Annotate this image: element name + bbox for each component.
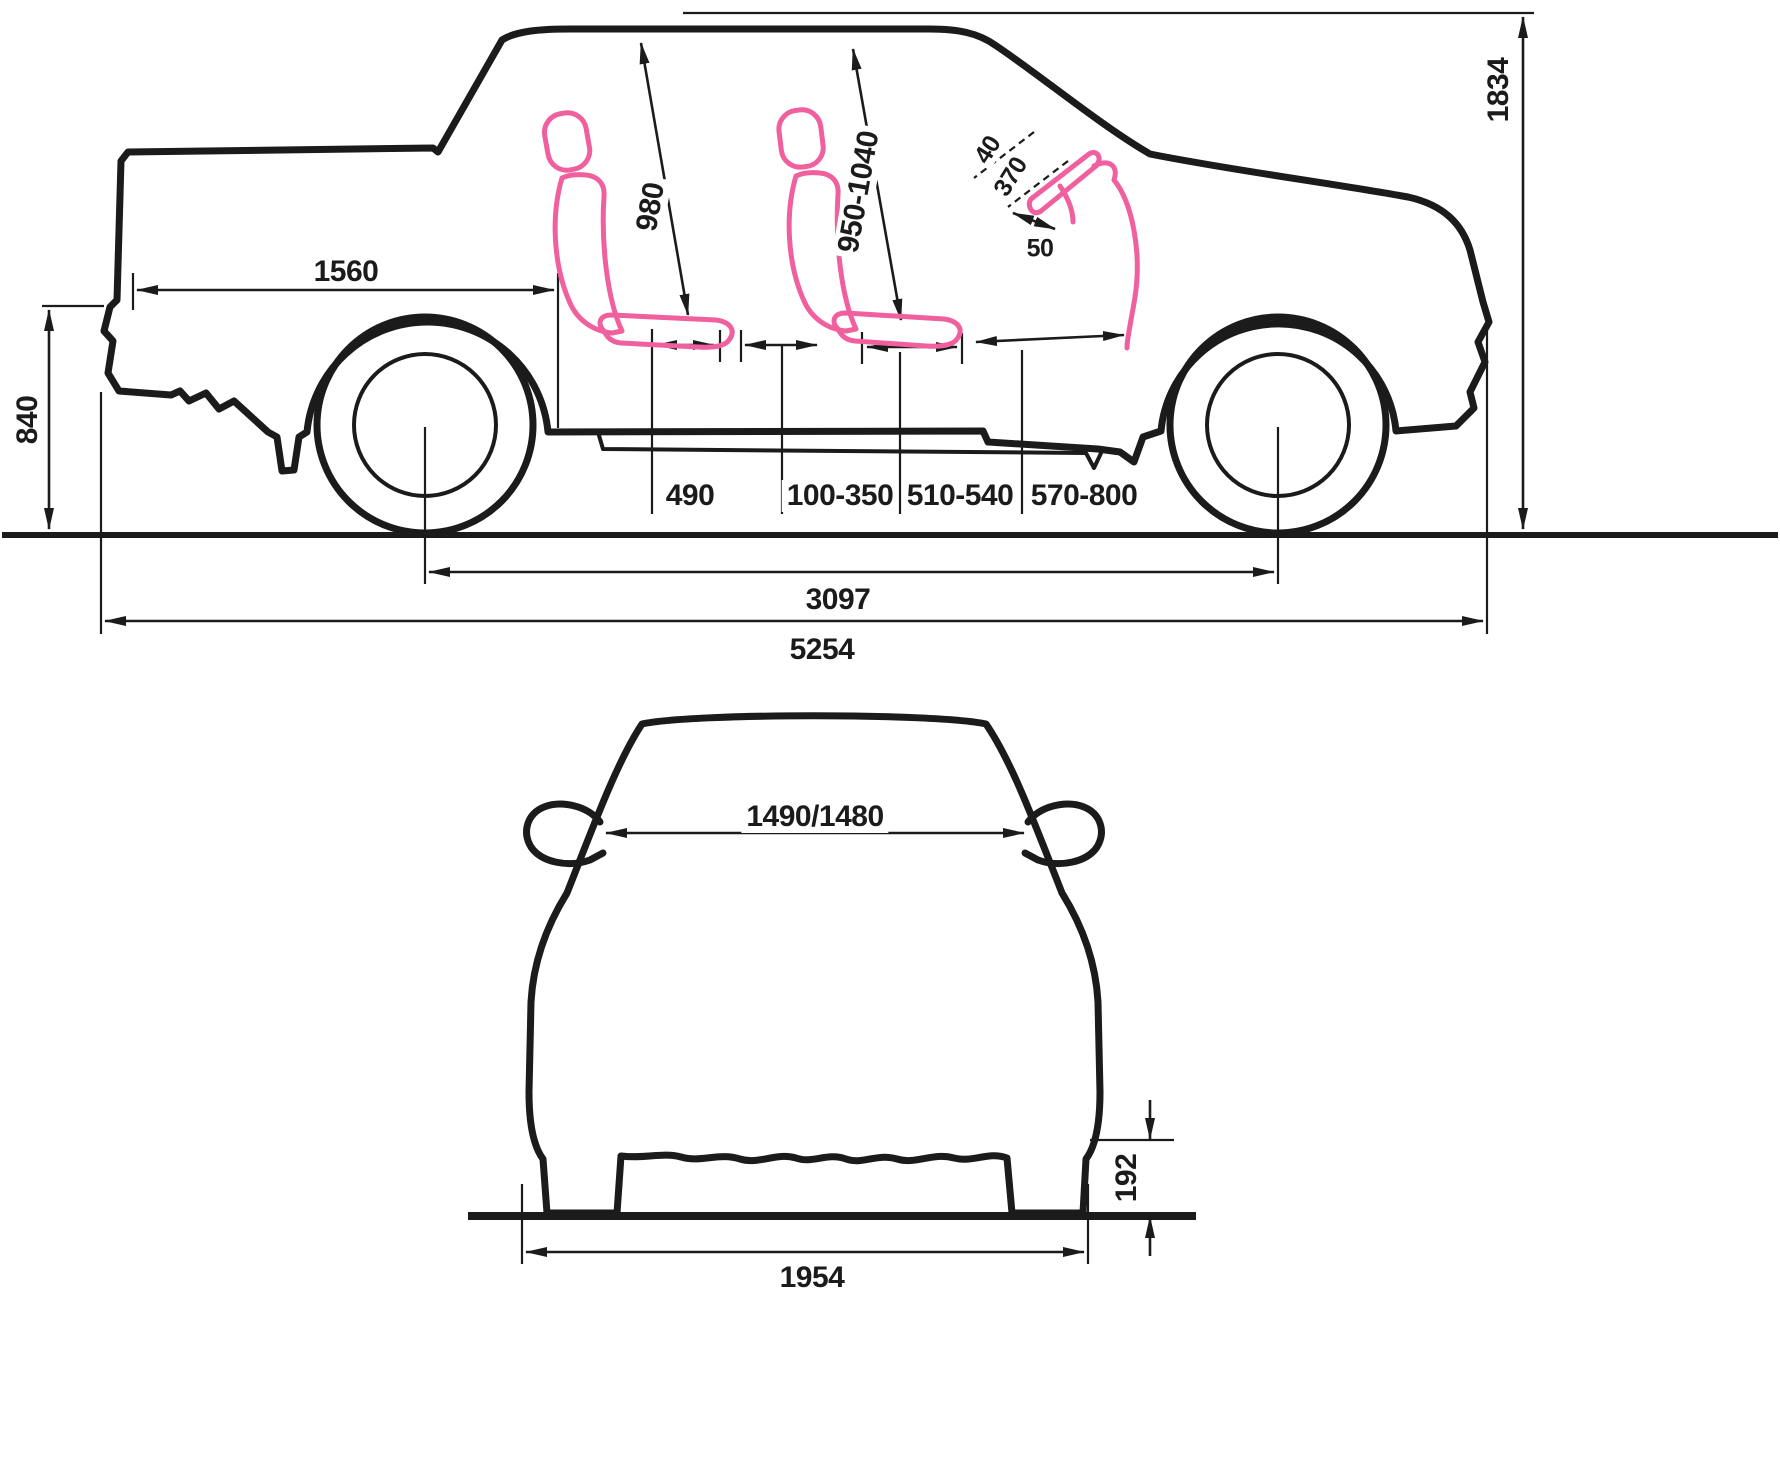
right-mirror: [1021, 800, 1105, 868]
label-wheelbase: 3097: [800, 584, 876, 616]
front-car-outline: [525, 712, 1104, 1217]
front-seatback: [552, 172, 625, 336]
side-view: [2, 11, 1778, 634]
dim-loading-height: [42, 304, 104, 530]
steering-wheel-rim: [1026, 150, 1102, 216]
dim-bed-length: [131, 273, 560, 428]
left-mirror: [523, 800, 607, 868]
dim-ground-clearance: [1090, 1100, 1174, 1256]
dashboard-curve: [1091, 160, 1140, 351]
dim-overall-height: [683, 11, 1534, 530]
label-overall-length: 5254: [784, 634, 860, 666]
label-seat-travel-range: 100-350: [781, 480, 899, 512]
label-steering-travel: 50: [1023, 236, 1057, 262]
label-front-cushion-length: 490: [660, 480, 720, 512]
rear-seatback: [786, 170, 859, 334]
front-view: [468, 712, 1196, 1264]
rear-headrest: [776, 107, 826, 170]
label-upper-body-width: 1490/1480: [741, 801, 889, 833]
steering-wheel-sketch: [1026, 150, 1140, 351]
dim-overall-width: [520, 1184, 1090, 1264]
label-overall-width: 1954: [774, 1262, 850, 1294]
interior-sketch: [541, 107, 1140, 351]
label-overall-height: 1834: [1482, 52, 1515, 128]
steering-column: [1057, 183, 1076, 225]
front-headrest: [541, 110, 593, 173]
label-rear-legroom-range: 570-800: [1025, 480, 1143, 512]
front-seat-cushion: [597, 312, 735, 350]
dim-wheelbase: [423, 427, 1280, 584]
dim-rear-headroom: [851, 48, 903, 321]
label-ground-clearance: 192: [1110, 1148, 1143, 1208]
dim-steering-adjust: [973, 131, 1069, 231]
rear-seat-cushion: [831, 310, 963, 349]
side-car-outline: [100, 25, 1493, 475]
front-seat: [541, 110, 735, 350]
dim-overall-length: [99, 326, 1489, 634]
label-rear-cushion-length: 510-540: [901, 480, 1019, 512]
label-loading-height: 840: [11, 390, 44, 450]
rocker-panel-detail: [596, 430, 1122, 470]
label-bed-length: 1560: [308, 256, 384, 288]
rear-seat: [776, 107, 963, 349]
